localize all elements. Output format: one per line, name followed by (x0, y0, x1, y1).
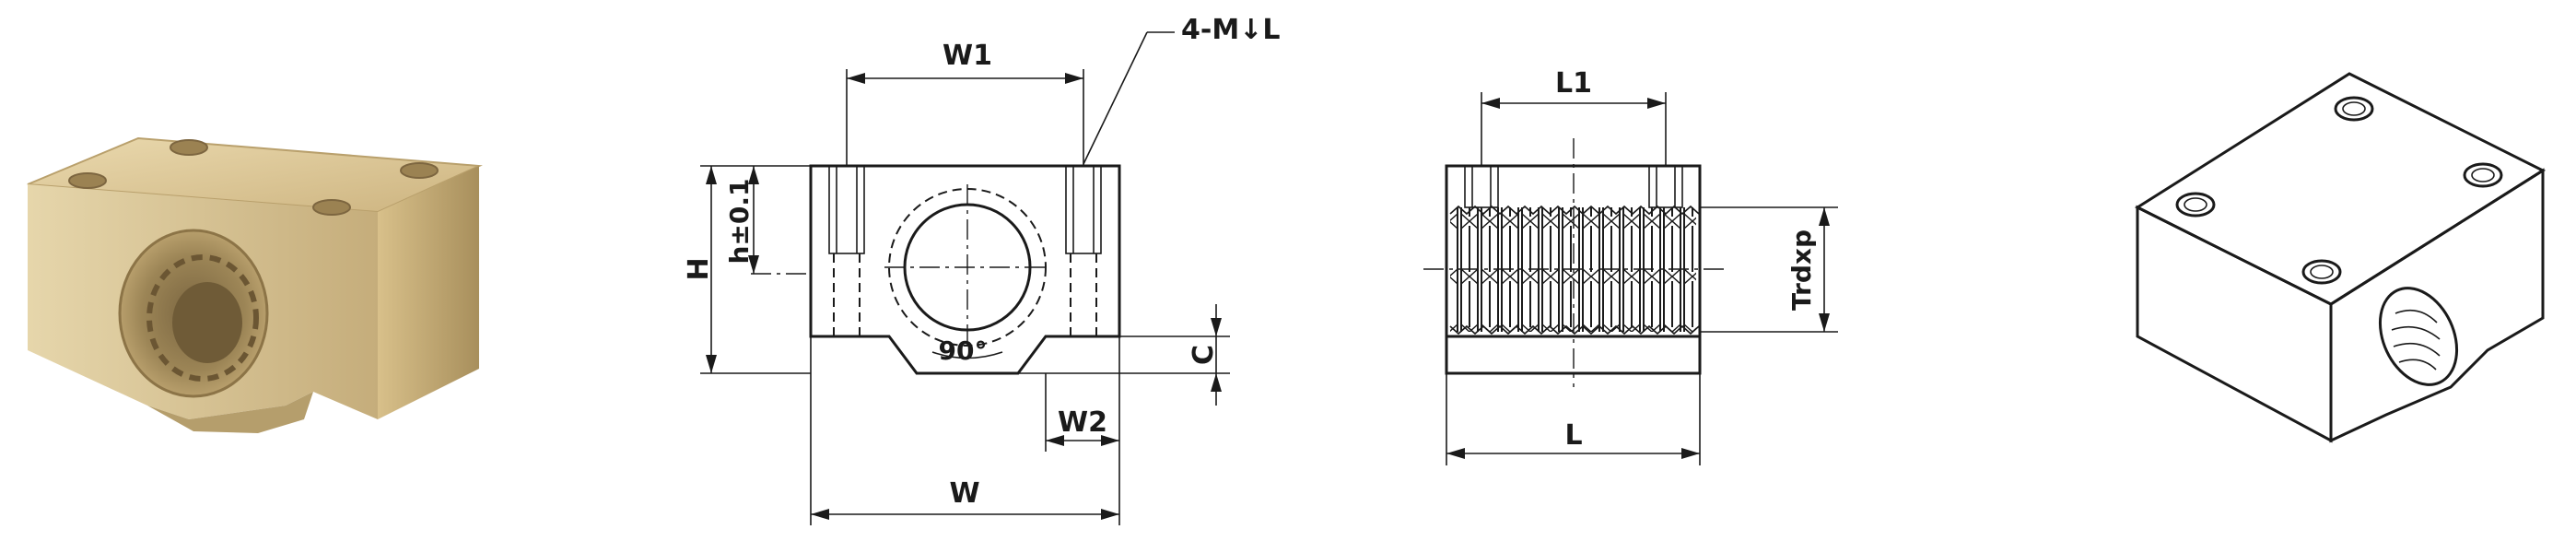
dim-w-label: W (949, 477, 979, 510)
threaded-hole-icon (1464, 165, 1499, 208)
threaded-bore-icon (2378, 287, 2459, 386)
top-hole-icon (2301, 259, 2342, 285)
dim-c-label: C (1188, 345, 1220, 365)
dim-angle-label: 90° (939, 335, 988, 366)
dim-l-label: L (1564, 419, 1582, 452)
top-hole-icon (2175, 192, 2216, 218)
top-hole-icon (68, 172, 107, 189)
dim-h-tol-label: h±0.1 (724, 179, 755, 265)
bronze-nut-photo (27, 136, 483, 433)
dim-thread-holes-label: 4-M↓L (1181, 14, 1280, 46)
dim-w1-label: W1 (943, 40, 992, 72)
threaded-hole-icon (1065, 165, 1102, 336)
top-hole-icon (170, 139, 208, 156)
front-view: W1 4-M↓L H h±0.1 90° C W2 (683, 14, 1280, 525)
side-view: L1 Trdxp L (1423, 67, 1838, 465)
dim-l1-label: L1 (1555, 67, 1592, 100)
threaded-hole-icon (828, 165, 865, 336)
dim-h-label: H (683, 257, 715, 280)
isometric-line-drawing (2134, 72, 2547, 443)
dim-thread-label: Trdxp (1786, 229, 1817, 311)
threaded-hole-icon (1648, 165, 1683, 208)
dim-w2-label: W2 (1058, 406, 1107, 439)
top-hole-icon (400, 162, 439, 179)
top-hole-icon (312, 199, 351, 216)
top-hole-icon (2463, 162, 2503, 188)
top-hole-icon (2334, 96, 2374, 122)
